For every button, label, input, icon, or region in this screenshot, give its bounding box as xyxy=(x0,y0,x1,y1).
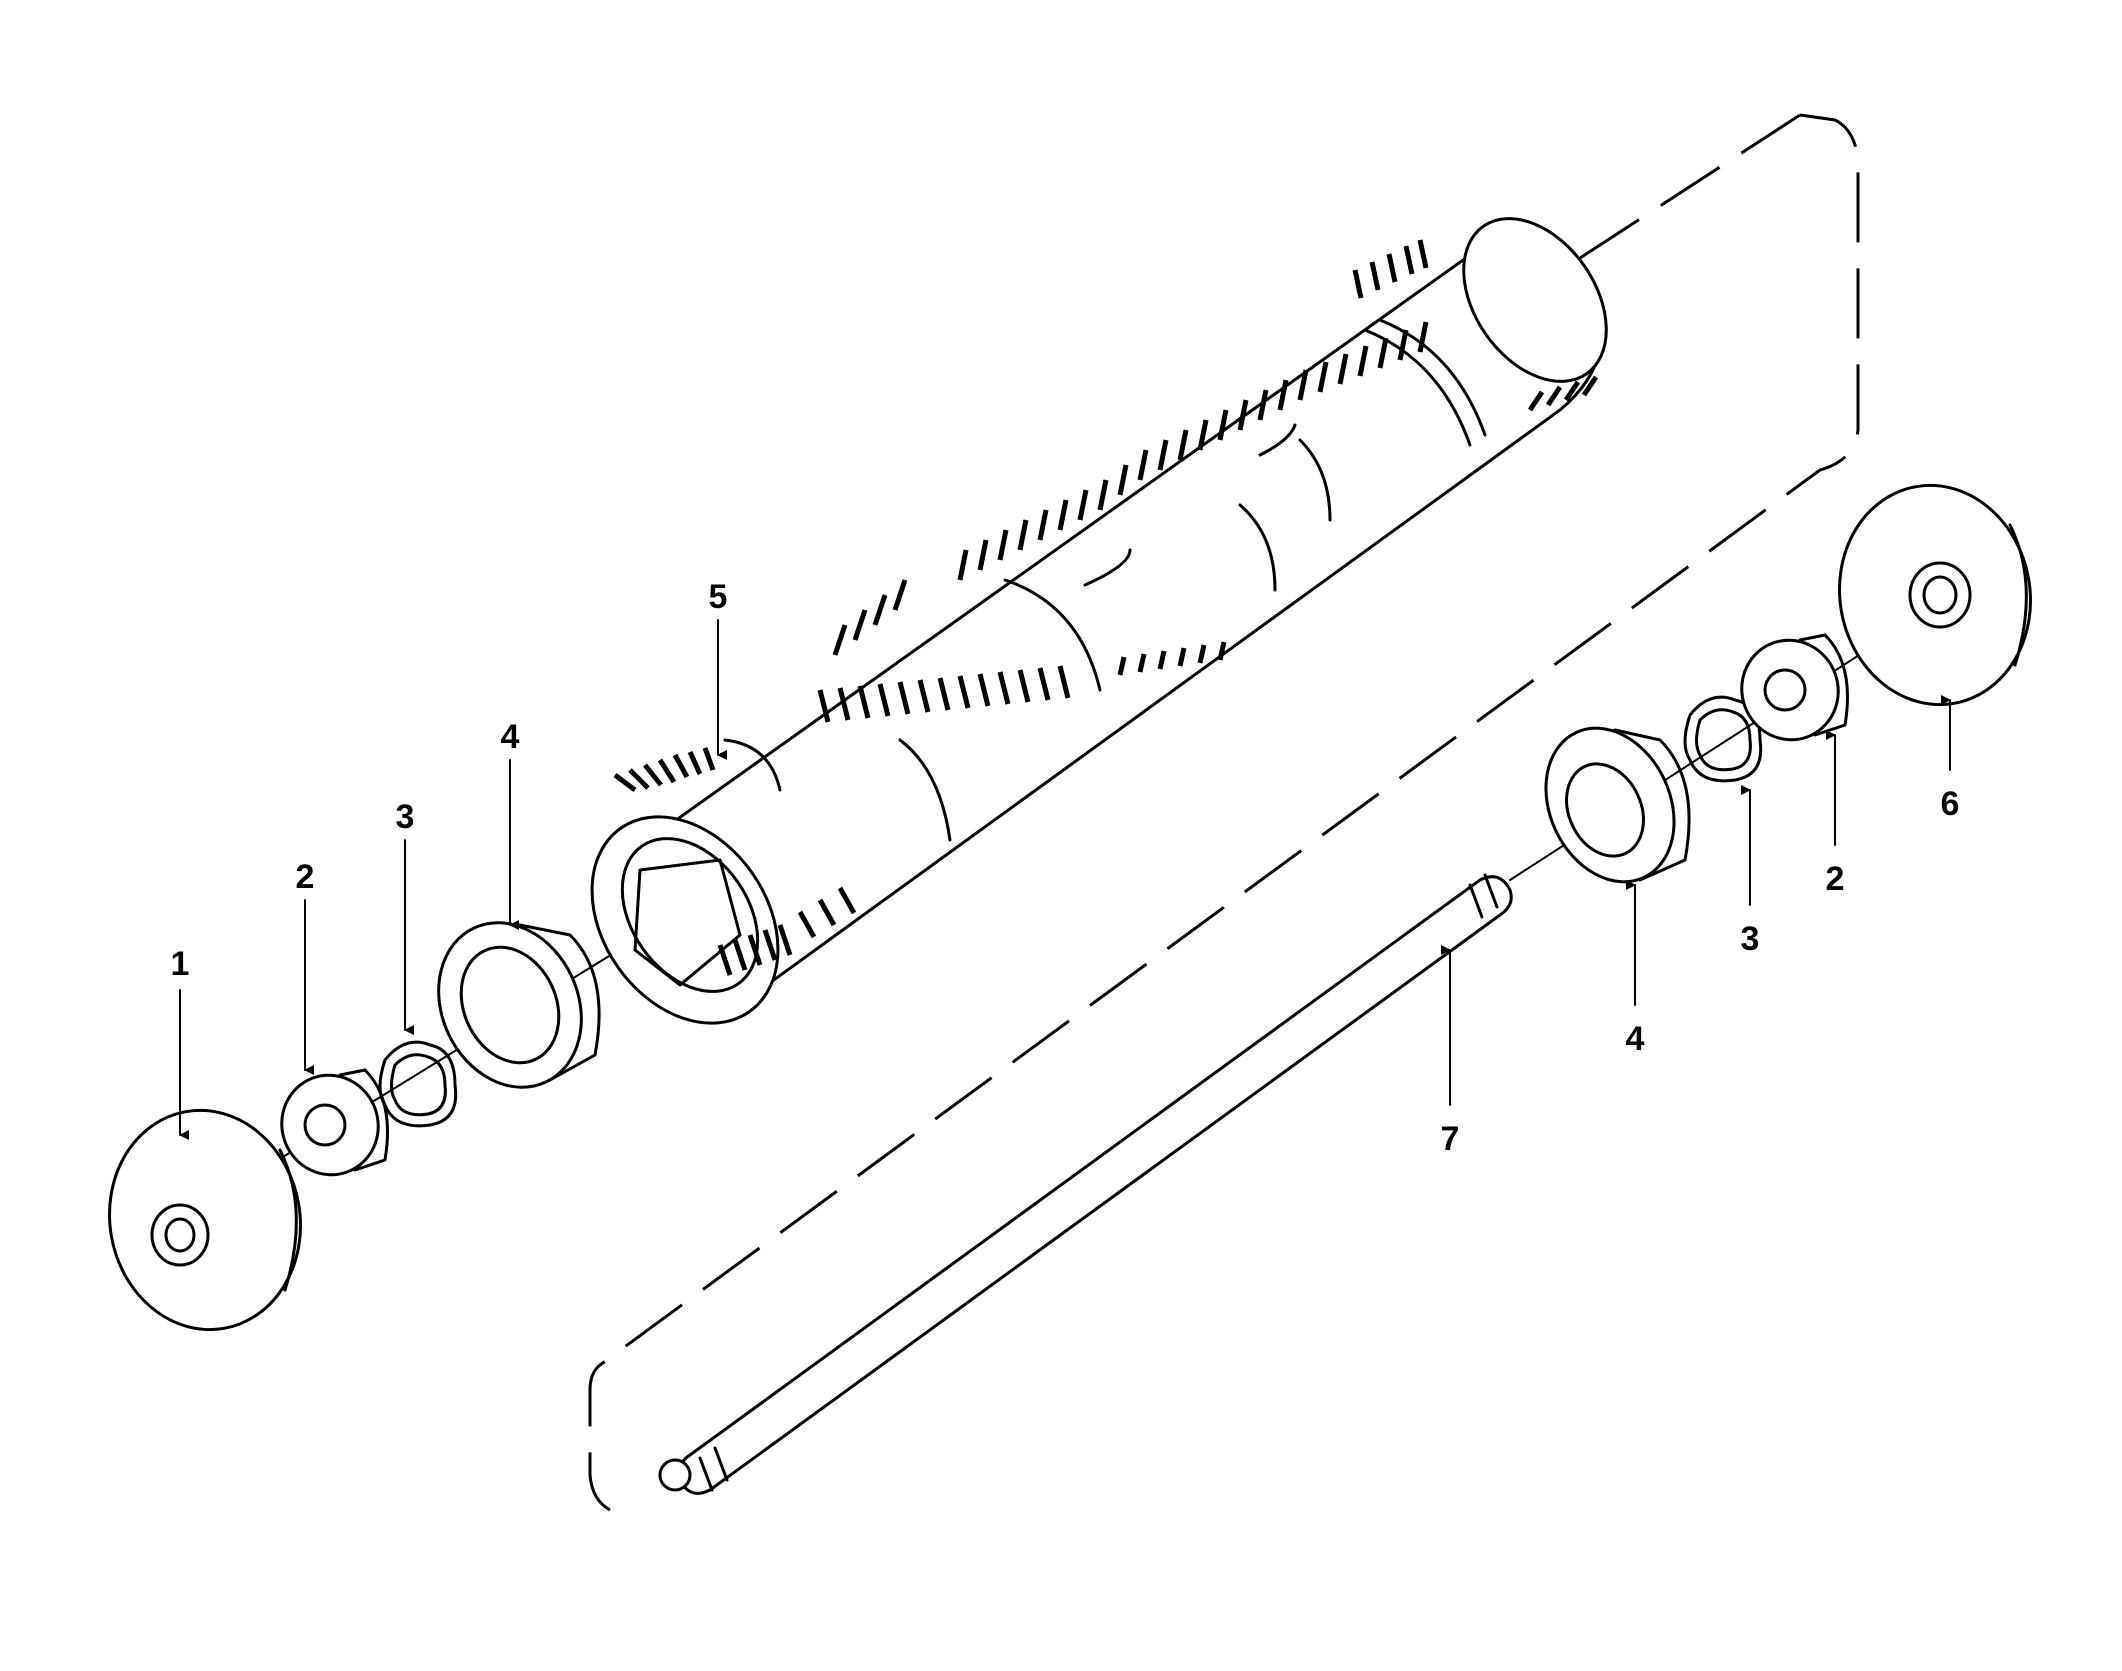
callout-7-label: 7 xyxy=(1441,1120,1460,1158)
callout-3-right-label: 3 xyxy=(1741,920,1760,958)
pulley-hub-left xyxy=(108,1108,302,1332)
brushroll xyxy=(590,217,1608,1025)
callout-7: 7 xyxy=(1441,945,1460,1158)
callout-4-left: 4 xyxy=(501,718,520,930)
callout-4-right-label: 4 xyxy=(1626,1020,1645,1058)
bearing-right xyxy=(1740,633,1849,742)
callout-3-left: 3 xyxy=(396,798,415,1035)
callout-4-left-label: 4 xyxy=(501,718,520,756)
callout-5: 5 xyxy=(709,578,728,760)
callout-6-label: 6 xyxy=(1941,785,1960,823)
callout-5-label: 5 xyxy=(709,578,728,616)
callout-2-left: 2 xyxy=(296,858,315,1075)
callout-2-right-label: 2 xyxy=(1826,860,1845,898)
retainer-left xyxy=(378,1040,458,1128)
retainer-right xyxy=(1683,695,1763,783)
callout-3-right: 3 xyxy=(1741,785,1760,958)
callout-1-label: 1 xyxy=(171,945,190,983)
end-cap-right xyxy=(1544,726,1691,884)
pulley-right xyxy=(1838,483,2032,707)
callout-2-left-label: 2 xyxy=(296,858,315,896)
callout-4-right: 4 xyxy=(1626,880,1645,1058)
callout-1: 1 xyxy=(171,945,190,1140)
callout-3-left-label: 3 xyxy=(396,798,415,836)
shaft xyxy=(658,873,1513,1495)
callout-2-right: 2 xyxy=(1826,730,1845,898)
callout-6: 6 xyxy=(1941,695,1960,823)
bristle-tufts xyxy=(613,239,1599,976)
end-cap-left xyxy=(437,921,601,1089)
